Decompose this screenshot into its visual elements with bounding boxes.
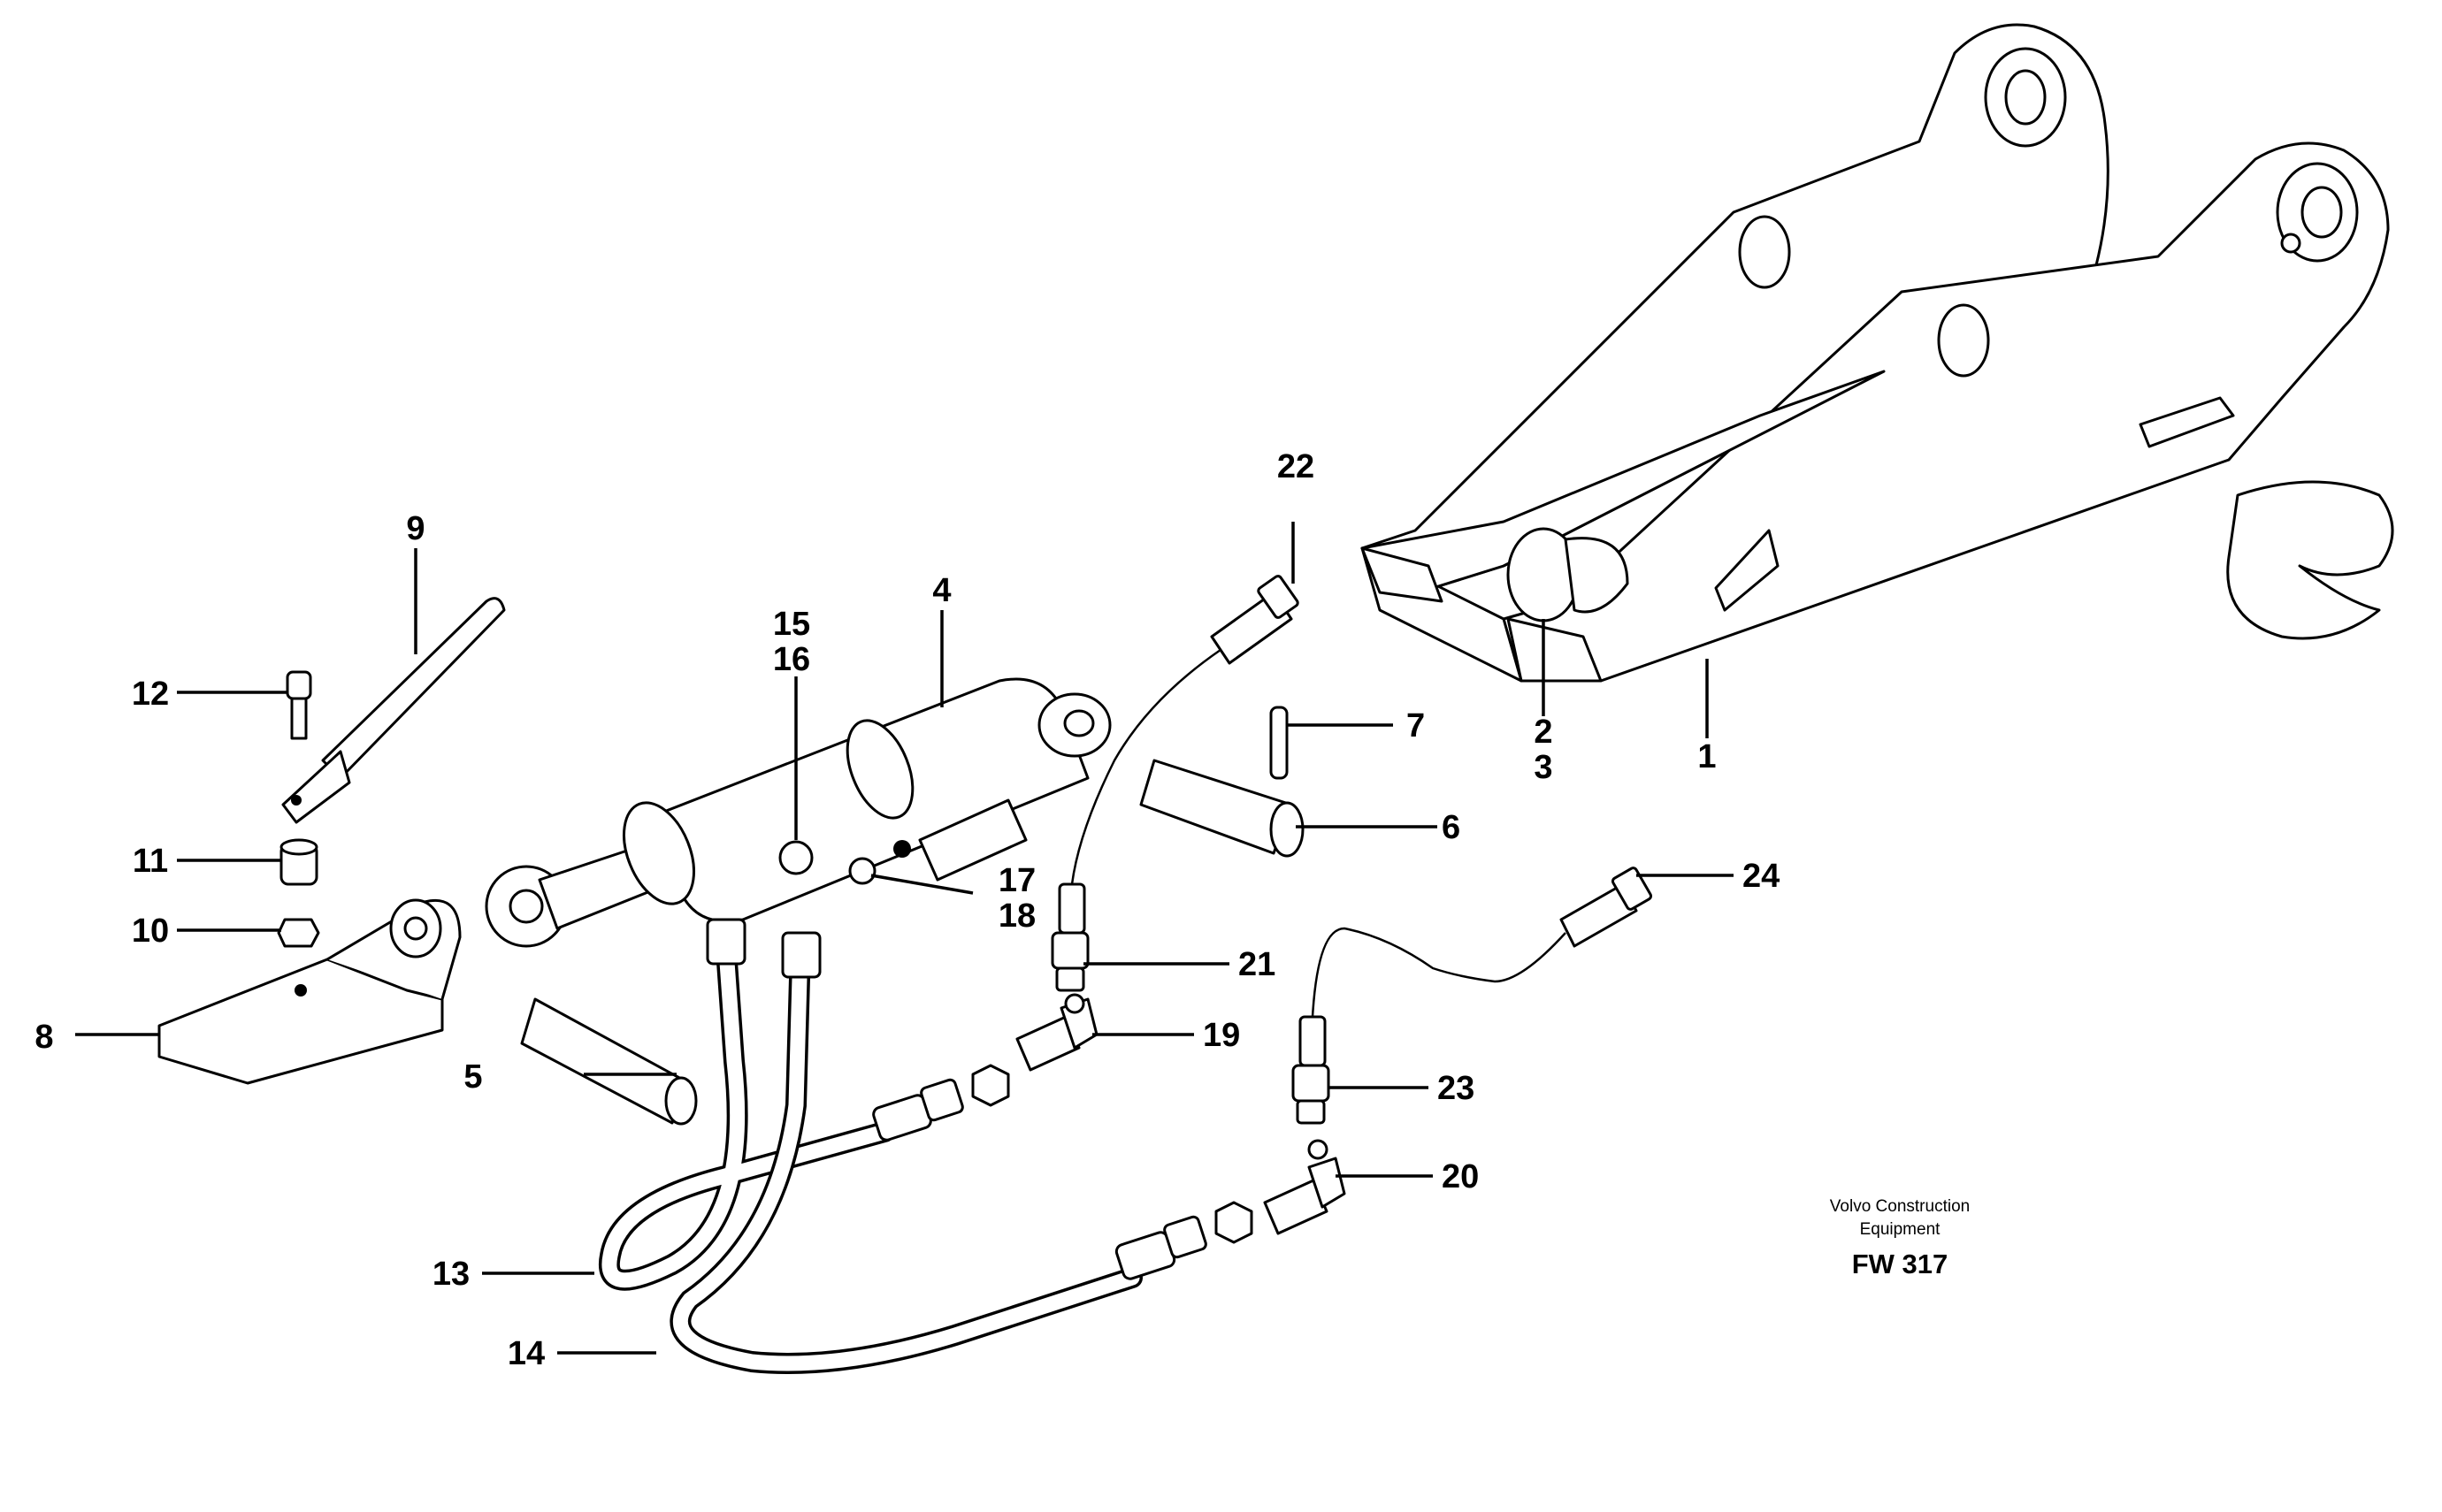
fitting-23 bbox=[1291, 1015, 1330, 1125]
callout-17: 17 bbox=[999, 862, 1036, 899]
hose-14 bbox=[670, 935, 1143, 1374]
leader-lines bbox=[75, 522, 1734, 1355]
credit-line-2: Equipment bbox=[1860, 1220, 1941, 1239]
callout-24: 24 bbox=[1742, 858, 1780, 895]
callout-4: 4 bbox=[932, 572, 951, 609]
hose-13 bbox=[598, 927, 895, 1291]
spacer-11 bbox=[279, 838, 318, 886]
callout-23: 23 bbox=[1437, 1070, 1474, 1107]
callout-2: 2 bbox=[1534, 714, 1552, 751]
elbow-20 bbox=[1263, 1139, 1346, 1235]
pin-6 bbox=[1139, 759, 1305, 858]
callout-22: 22 bbox=[1277, 448, 1314, 485]
bracket-frame bbox=[1360, 23, 2394, 683]
callout-8: 8 bbox=[34, 1019, 53, 1056]
callout-12: 12 bbox=[132, 676, 169, 713]
callout-20: 20 bbox=[1442, 1158, 1479, 1195]
callout-19: 19 bbox=[1203, 1017, 1240, 1054]
callout-10: 10 bbox=[132, 913, 169, 950]
sensor-24 bbox=[1311, 867, 1653, 1018]
elbow-19 bbox=[1015, 993, 1099, 1072]
wear-plate-8 bbox=[157, 898, 462, 1085]
hydraulic-cylinder bbox=[485, 677, 1112, 948]
callout-21: 21 bbox=[1238, 946, 1275, 983]
callout-18: 18 bbox=[999, 897, 1036, 935]
pin-5 bbox=[520, 997, 698, 1126]
callout-5: 5 bbox=[463, 1058, 482, 1096]
callout-14: 14 bbox=[508, 1335, 545, 1372]
callout-11: 11 bbox=[133, 843, 168, 880]
bolt-12 bbox=[286, 670, 312, 740]
credit-block: Volvo Construction Equipment FW 317 bbox=[1830, 1197, 1970, 1279]
callout-16: 16 bbox=[773, 641, 810, 678]
credit-line-1: Volvo Construction bbox=[1830, 1197, 1970, 1216]
hose-fittings bbox=[706, 918, 1253, 1280]
callout-labels: 1 2 3 4 5 6 7 8 9 10 11 12 13 14 15 16 1… bbox=[34, 448, 1780, 1372]
callout-15: 15 bbox=[773, 606, 810, 643]
rod-9 bbox=[281, 597, 506, 824]
callout-3: 3 bbox=[1534, 749, 1552, 786]
callout-13: 13 bbox=[433, 1256, 470, 1293]
callout-1: 1 bbox=[1697, 738, 1716, 775]
drawing-id: FW 317 bbox=[1852, 1249, 1948, 1279]
pin-7 bbox=[1269, 706, 1289, 780]
callout-6: 6 bbox=[1442, 809, 1460, 846]
callout-9: 9 bbox=[406, 510, 425, 547]
nut-10 bbox=[277, 918, 320, 948]
callout-7: 7 bbox=[1406, 707, 1425, 745]
fitting-21 bbox=[1051, 882, 1090, 992]
sensor-22 bbox=[1070, 575, 1299, 885]
